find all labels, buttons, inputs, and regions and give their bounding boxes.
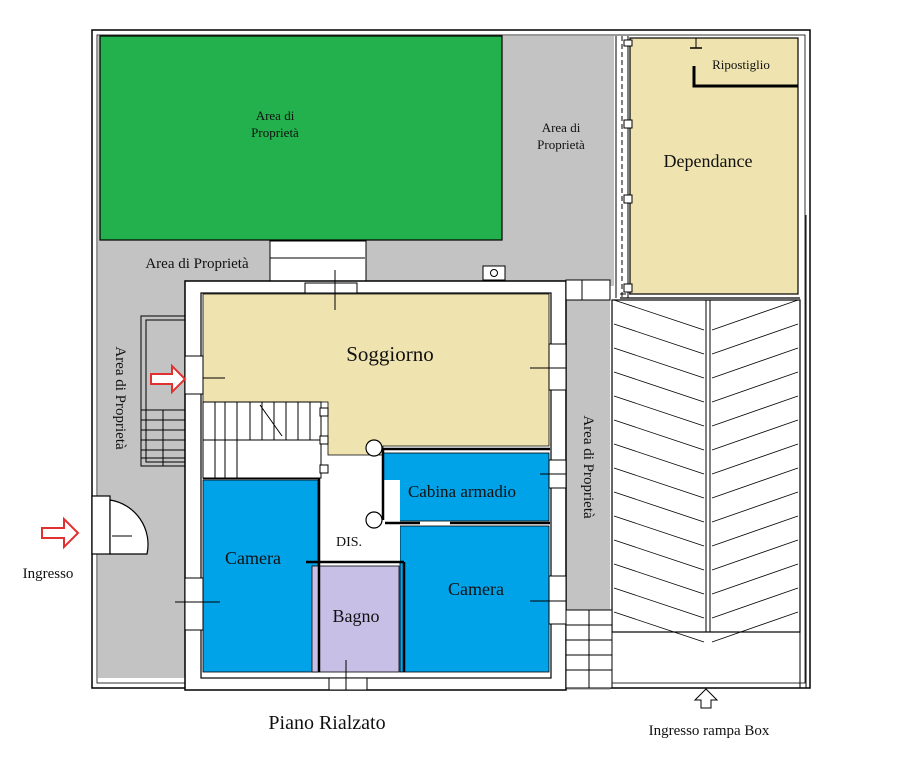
right-vertical-area-label: Area di Proprietà	[580, 415, 596, 519]
top-middle-area-label-line2: Proprietà	[537, 137, 585, 152]
bagno-label: Bagno	[333, 606, 380, 626]
garden-area-label-line1: Area di	[256, 108, 295, 123]
ramp-hatching	[613, 299, 799, 643]
camera-right-room	[399, 525, 550, 673]
garden-area	[99, 35, 503, 241]
left-vertical-area-label: Area di Proprietà	[112, 346, 128, 450]
camera-left-label: Camera	[225, 548, 281, 568]
ramp-entrance-arrow-icon	[693, 688, 719, 709]
bagno-room	[311, 565, 400, 673]
external-staircase-right	[565, 609, 613, 689]
plan-title: Piano Rialzato	[268, 712, 385, 734]
soggiorno-label: Soggiorno	[346, 342, 434, 366]
camera-left-room	[202, 479, 319, 673]
entrance-door	[91, 495, 149, 555]
ripostiglio-label: Ripostiglio	[712, 57, 770, 72]
garden-area-label-line2: Proprietà	[251, 125, 299, 140]
ramp-entrance-label: Ingresso rampa Box	[649, 723, 770, 739]
dependance-room	[629, 37, 799, 295]
top-middle-area-label-line1: Area di	[542, 120, 581, 135]
cabina-armadio-room	[382, 452, 550, 522]
left-top-area-label: Area di Proprietà	[145, 256, 249, 272]
ripostiglio-wall	[692, 66, 798, 88]
dependance-label: Dependance	[664, 151, 753, 171]
dis-label: DIS.	[336, 535, 362, 550]
entrance-arrow-icon	[41, 516, 80, 550]
camera-right-label: Camera	[448, 579, 504, 599]
internal-staircase	[202, 401, 329, 479]
cabina-armadio-label: Cabina armadio	[408, 482, 516, 501]
house-entrance-arrow-icon	[150, 363, 187, 395]
dis-corridor	[320, 480, 400, 562]
passage-white	[269, 240, 367, 282]
entrance-label: Ingresso	[23, 566, 74, 582]
